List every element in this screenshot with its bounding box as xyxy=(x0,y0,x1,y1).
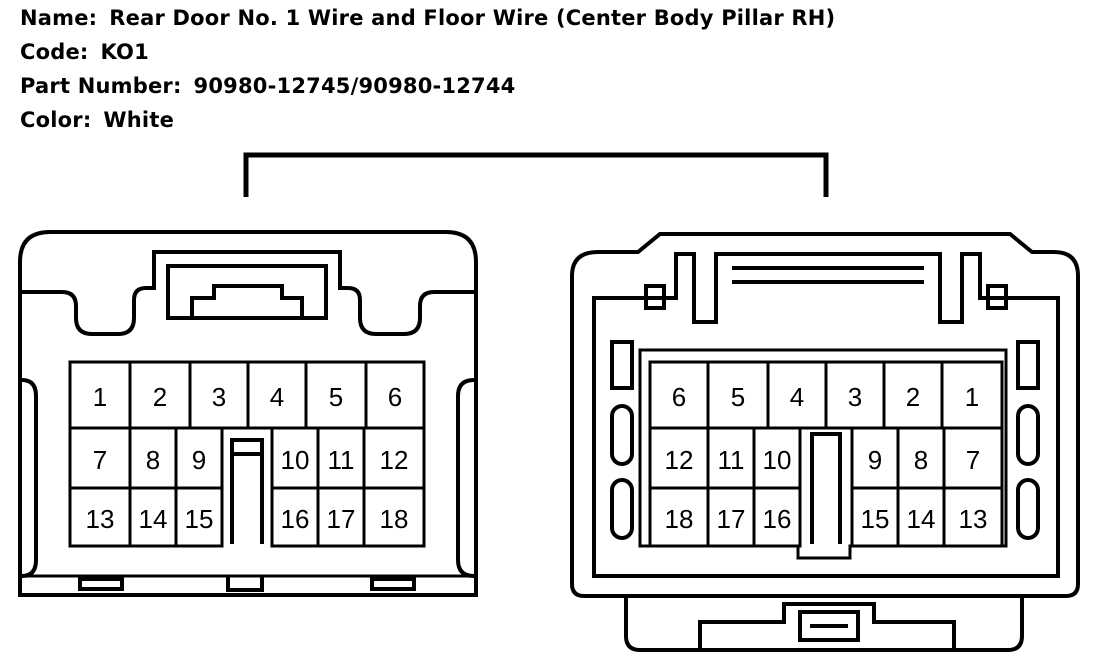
right-side-slot-left-bottom xyxy=(610,478,634,540)
right-window-left xyxy=(644,284,666,310)
left-latch xyxy=(166,264,328,320)
left-inner-outline xyxy=(22,250,474,336)
mating-bracket xyxy=(243,152,829,197)
left-pin-label: 17 xyxy=(327,504,356,534)
left-pin-label: 1 xyxy=(93,382,107,412)
right-pin-label: 16 xyxy=(763,504,792,534)
right-key-slot xyxy=(810,432,842,544)
left-pin-label: 18 xyxy=(380,504,409,534)
right-side-slot-left-top xyxy=(610,340,634,390)
left-bottom-key xyxy=(226,576,264,592)
color-line: Color: White xyxy=(20,108,174,132)
right-side-slot-left-mid xyxy=(610,404,634,466)
left-pin-label: 15 xyxy=(185,504,214,534)
right-connector xyxy=(570,232,1080,652)
left-pin-label: 3 xyxy=(212,382,226,412)
code-line: Code: KO1 xyxy=(20,40,149,64)
right-pin-label: 10 xyxy=(763,445,792,475)
left-pin-label: 16 xyxy=(281,504,310,534)
left-pin-label: 5 xyxy=(329,382,343,412)
left-pin-label: 9 xyxy=(192,445,206,475)
right-pin-label: 15 xyxy=(861,504,890,534)
part-number-value: 90980-12745/90980-12744 xyxy=(193,74,516,98)
right-pin-label: 6 xyxy=(672,382,686,412)
color-value: White xyxy=(103,108,175,132)
part-number-line: Part Number: 90980-12745/90980-12744 xyxy=(20,74,516,98)
left-pin-cell xyxy=(174,486,224,548)
right-pin-label: 3 xyxy=(848,382,862,412)
right-pin-label: 17 xyxy=(717,504,746,534)
right-pin-cavity xyxy=(638,348,1008,560)
left-pin-label: 11 xyxy=(328,445,355,475)
right-pin-label: 5 xyxy=(731,382,745,412)
right-pin-cell xyxy=(752,486,802,548)
right-pin-label: 11 xyxy=(718,445,745,475)
left-side-rail-left xyxy=(21,378,38,578)
right-pin-label: 18 xyxy=(665,504,694,534)
left-pin-label: 2 xyxy=(153,382,167,412)
left-pin-cell xyxy=(362,486,426,548)
left-pin-label: 14 xyxy=(139,504,168,534)
right-pin-label: 13 xyxy=(959,504,988,534)
name-line: Name: Rear Door No. 1 Wire and Floor Wire… xyxy=(20,6,835,30)
code-value: KO1 xyxy=(100,40,149,64)
left-latch-tab xyxy=(190,284,304,318)
name-label: Name: xyxy=(20,6,98,30)
right-side-slot-right-top xyxy=(1016,340,1040,390)
left-pin-label: 13 xyxy=(86,504,115,534)
left-pin-label: 10 xyxy=(281,445,310,475)
left-foot-left xyxy=(78,577,124,591)
right-side-slot-right-mid xyxy=(1016,404,1040,466)
right-pin-label: 7 xyxy=(966,445,980,475)
name-value: Rear Door No. 1 Wire and Floor Wire (Cen… xyxy=(109,6,836,30)
right-pin-cell xyxy=(942,486,1004,548)
right-bottom-lock xyxy=(798,610,860,642)
left-side-rail-right xyxy=(456,378,475,578)
color-label: Color: xyxy=(20,108,92,132)
left-pin-label: 12 xyxy=(380,445,409,475)
right-pin-label: 2 xyxy=(906,382,920,412)
right-bottom-latch-inner xyxy=(698,602,956,650)
right-pin-grid: 6 5 4 3 2 1 12 11 10 9 8 7 18 17 16 15 14 13 xyxy=(648,360,1004,548)
right-pin-label: 8 xyxy=(914,445,928,475)
right-side-slot-right-bottom xyxy=(1016,478,1040,540)
left-pin-label: 6 xyxy=(388,382,402,412)
left-pin-label: 4 xyxy=(270,382,284,412)
right-pin-label: 12 xyxy=(665,445,694,475)
left-housing-outline xyxy=(18,230,478,597)
left-key-slot xyxy=(230,438,264,544)
right-pin-label: 9 xyxy=(868,445,882,475)
right-housing-outline xyxy=(570,232,1080,598)
left-connector xyxy=(18,230,478,597)
left-pin-label: 7 xyxy=(93,445,107,475)
right-bottom-latch xyxy=(624,596,1024,652)
right-pin-label: 1 xyxy=(965,382,979,412)
part-number-label: Part Number: xyxy=(20,74,182,98)
right-pin-label: 4 xyxy=(790,382,804,412)
right-pin-label: 14 xyxy=(907,504,936,534)
right-window-right xyxy=(986,284,1008,310)
code-label: Code: xyxy=(20,40,89,64)
left-pin-label: 8 xyxy=(146,445,160,475)
left-foot-right xyxy=(370,577,416,591)
